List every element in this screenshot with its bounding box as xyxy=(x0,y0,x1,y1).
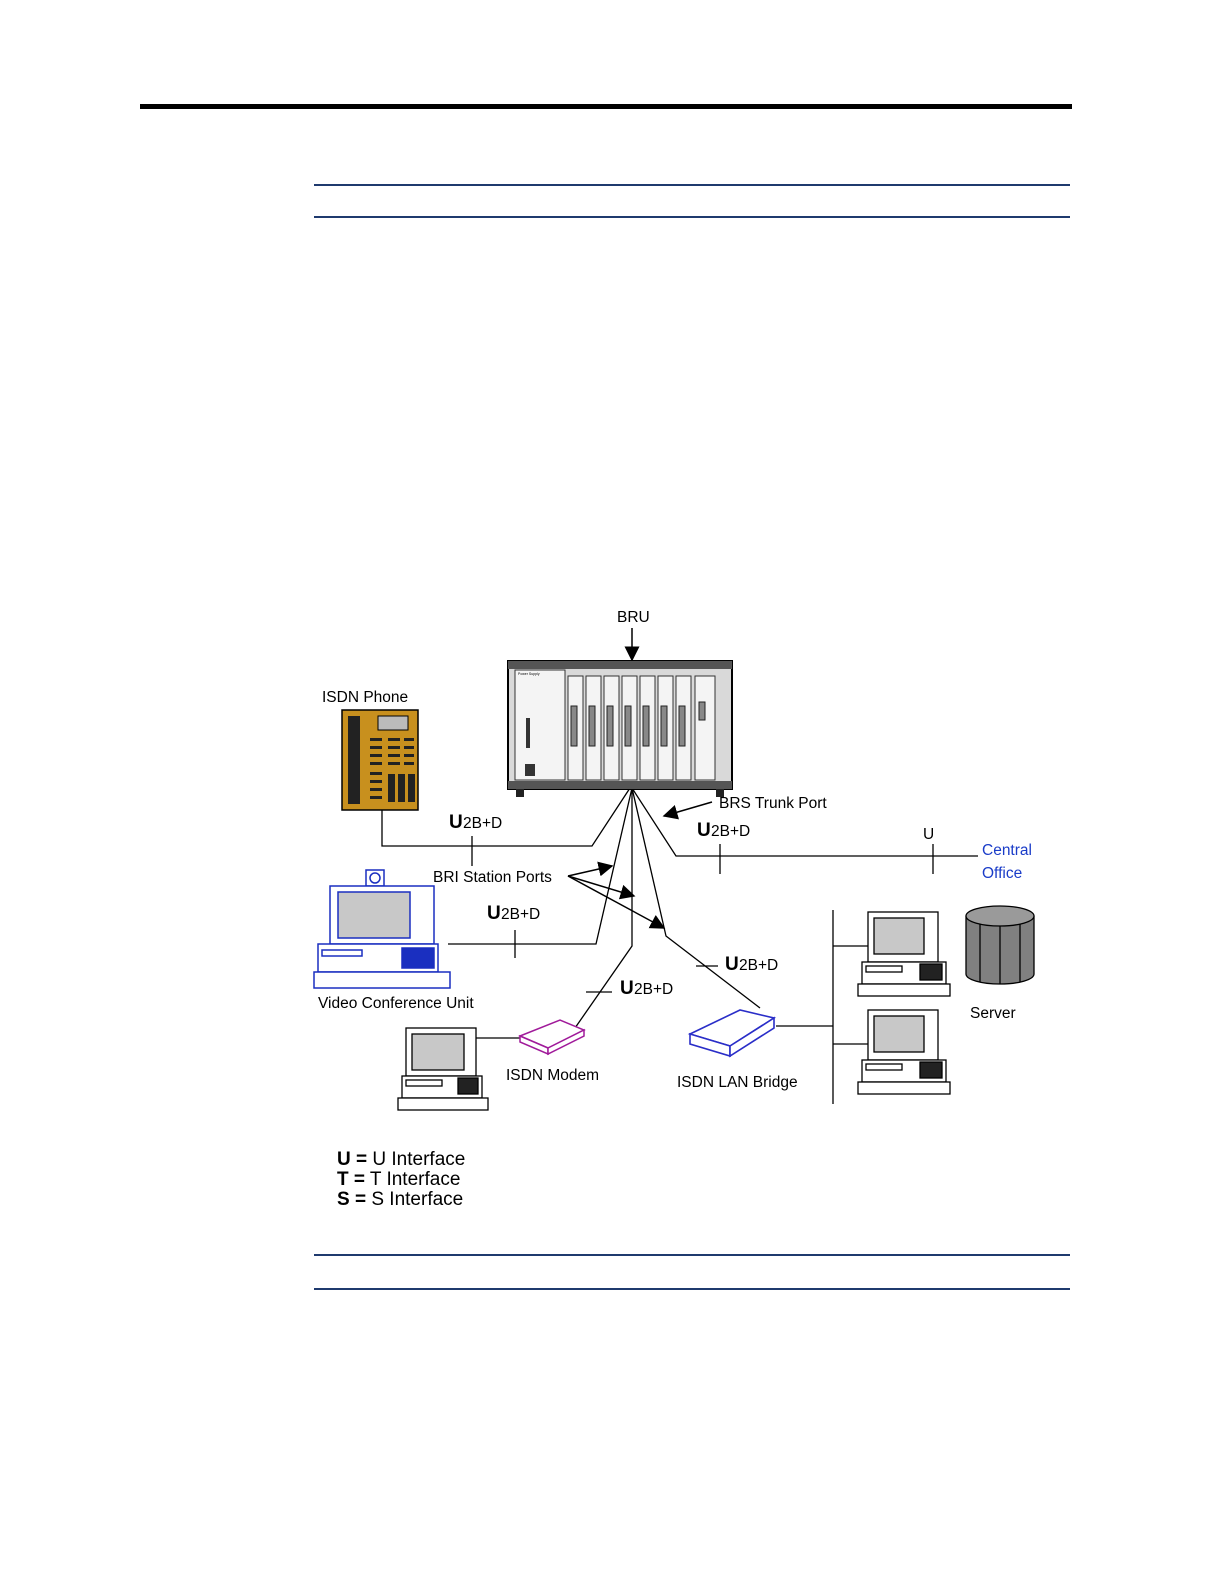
lan-computer-1-icon xyxy=(858,912,950,996)
interface-label-video: U 2B+D xyxy=(487,903,540,924)
interface-u-suffix: 2B+D xyxy=(739,957,778,974)
brs-trunk-port-label: BRS Trunk Port xyxy=(719,795,827,812)
interface-u-suffix: 2B+D xyxy=(501,906,540,923)
isdn-modem-icon xyxy=(520,1020,584,1054)
legend-row-u: U = U Interface xyxy=(337,1150,465,1170)
interface-u-suffix: 2B+D xyxy=(634,981,673,998)
bri-arrow-2 xyxy=(568,876,634,896)
legend-value: U Interface xyxy=(372,1149,465,1170)
modem-computer-icon xyxy=(398,1028,488,1110)
isdn-phone-icon xyxy=(342,710,418,810)
interface-u-letter: U xyxy=(620,978,634,999)
interface-u-suffix: 2B+D xyxy=(463,815,502,832)
legend-row-s: S = S Interface xyxy=(337,1190,465,1210)
legend-key: T = xyxy=(337,1169,365,1190)
isdn-phone-label: ISDN Phone xyxy=(322,689,408,706)
interface-label-modem: U 2B+D xyxy=(620,978,673,999)
isdn-lan-bridge-label: ISDN LAN Bridge xyxy=(677,1074,798,1091)
bri-station-ports-label: BRI Station Ports xyxy=(433,869,552,886)
interface-label-bridge: U 2B+D xyxy=(725,954,778,975)
legend-value: T Interface xyxy=(370,1169,460,1190)
isdn-modem-label: ISDN Modem xyxy=(506,1067,599,1084)
lan-computer-2-icon xyxy=(858,1010,950,1094)
central-office-label-line2: Office xyxy=(982,865,1022,882)
bru-label: BRU xyxy=(617,609,650,626)
rack-power-supply-label: Power Supply xyxy=(518,672,540,676)
interface-label-trunk: U 2B+D xyxy=(697,820,750,841)
video-conference-unit-label: Video Conference Unit xyxy=(318,995,474,1012)
interface-u-suffix: 2B+D xyxy=(711,823,750,840)
bri-arrow-1 xyxy=(568,866,612,876)
server-label: Server xyxy=(970,1005,1016,1022)
interface-label-phone: U 2B+D xyxy=(449,812,502,833)
interface-u-letter: U xyxy=(487,903,501,924)
brs-arrow xyxy=(664,802,712,816)
video-conference-unit-icon xyxy=(314,870,450,988)
interface-u-letter: U xyxy=(725,954,739,975)
bru-rack: Power Supply xyxy=(508,661,732,797)
server-icon xyxy=(966,906,1034,984)
legend-key: U = xyxy=(337,1149,367,1170)
interface-u-letter: U xyxy=(449,812,463,833)
isdn-lan-bridge-icon xyxy=(690,1010,774,1056)
phone-line xyxy=(382,788,630,846)
interface-legend: U = U Interface T = T Interface S = S In… xyxy=(337,1150,465,1210)
bri-arrow-3 xyxy=(568,876,664,928)
legend-key: S = xyxy=(337,1189,366,1210)
central-office-label-line1: Central xyxy=(982,842,1032,859)
legend-row-t: T = T Interface xyxy=(337,1170,465,1190)
interface-u-letter: U xyxy=(697,820,711,841)
u-trunk-label: U xyxy=(923,826,934,843)
legend-value: S Interface xyxy=(371,1189,463,1210)
lan-bridge-line xyxy=(632,788,760,1008)
